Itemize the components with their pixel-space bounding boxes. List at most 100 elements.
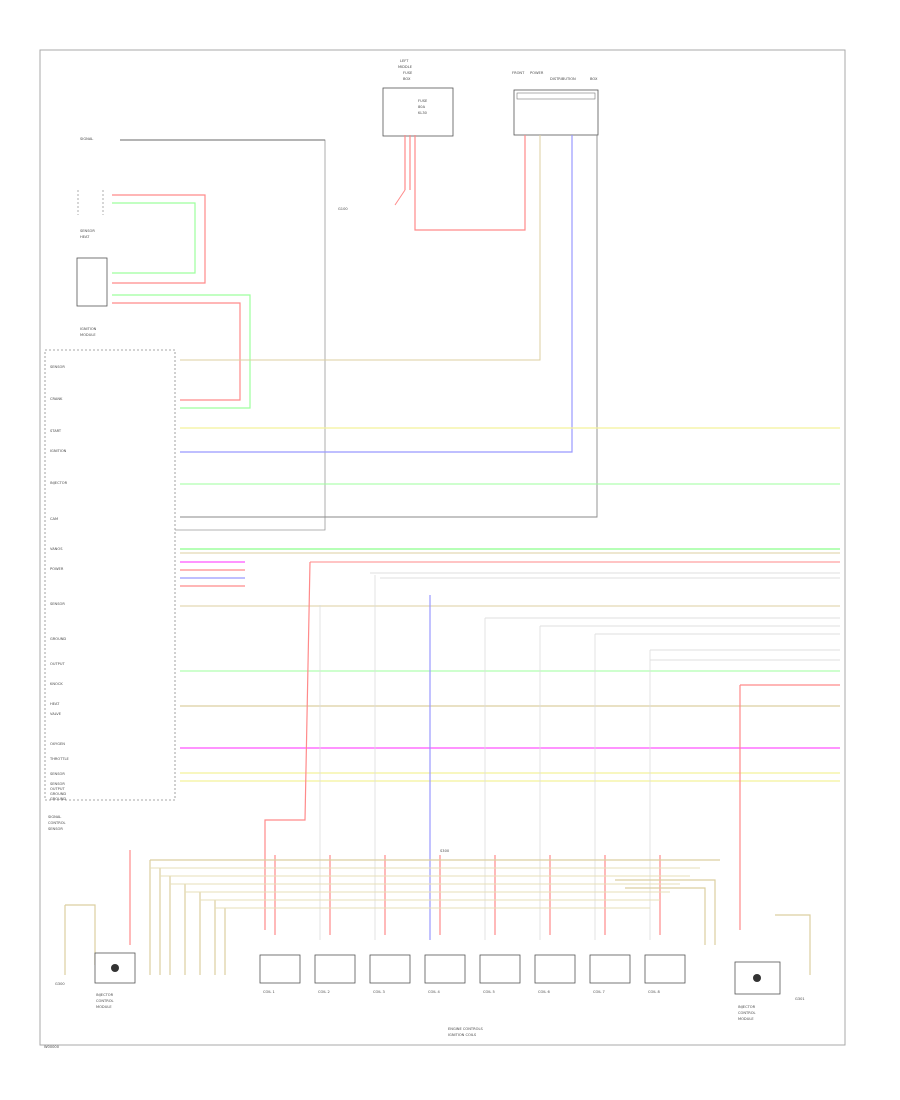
coil-box-3 — [369, 954, 411, 984]
coil-box-8 — [644, 954, 686, 984]
ground-left-label: G300 — [55, 982, 65, 986]
ecm-row-label-18: OUTPUT — [50, 787, 65, 791]
fuse-box-title-3: FUSE — [403, 71, 413, 75]
ecm-row-label-0: SENSOR — [50, 365, 65, 369]
ecm-row-label-12: HEAT — [50, 702, 60, 706]
relay-box-title-1: FRONT — [512, 71, 525, 75]
ecm-row-label-17: SENSOR — [50, 782, 65, 786]
fuse-text-1: FUSE — [418, 99, 428, 103]
coil-box-7 — [589, 954, 631, 984]
coil-red-feeds — [274, 855, 661, 935]
ecm-row-label-2: START — [50, 429, 62, 433]
sensor-label-2: HEAT — [80, 235, 90, 239]
ecm-row-label-13: VALVE — [50, 712, 62, 716]
wire-tan-harness-left — [149, 859, 720, 975]
ecm-row-label-9: GROUND — [50, 637, 66, 641]
left-comp-label-3: MODULE — [96, 1005, 112, 1009]
fuse-box-title-2: MIDDLE — [398, 65, 413, 69]
left-comp-label-1: INJECTOR — [96, 993, 114, 997]
diagram-code: W00000 — [44, 1045, 60, 1049]
right-module-symbol — [753, 974, 761, 982]
coil-label-6: COIL 6 — [538, 990, 551, 994]
ecm-row-label-6: VANOS — [50, 547, 63, 551]
coil-label-1: COIL 1 — [263, 990, 275, 994]
ecm-row-label-8: SENSOR — [50, 602, 65, 606]
relay-connector — [516, 92, 596, 100]
fuse-box — [382, 87, 454, 137]
ecm-row-label-3: IGNITION — [50, 449, 67, 453]
wire-right-gray-group — [370, 572, 840, 661]
coil-label-2: COIL 2 — [318, 990, 330, 994]
wire-right-ground-tan — [775, 914, 811, 975]
wire-module-green — [112, 294, 251, 409]
ecm-row-label-20: GROUND — [50, 797, 66, 801]
diagram-frame — [39, 49, 846, 1046]
right-comp-label-2: CONTROL — [738, 1011, 756, 1015]
coil-label-8: COIL 8 — [648, 990, 661, 994]
module-label-1: IGNITION — [80, 327, 97, 331]
fuse-box-title-4: BOX — [403, 77, 411, 81]
footer-line-1: ENGINE CONTROLS — [448, 1027, 483, 1031]
ecm-row-label-4: INJECTOR — [50, 481, 68, 485]
relay-box — [513, 89, 599, 136]
relay-box-title-2: POWER — [530, 71, 544, 75]
ecm-row-labels: SENSOR CRANK START IGNITION INJECTOR CAM VANOS… — [49, 365, 70, 801]
wire-relay-tan — [180, 135, 541, 361]
coil-label-7: COIL 7 — [593, 990, 605, 994]
wire-sensor-green-loop — [112, 202, 196, 274]
wire-tan-harness-runs — [150, 867, 700, 909]
left-module-symbol — [111, 964, 119, 972]
splice-bottom-label: S300 — [440, 849, 450, 853]
coil-box-1 — [259, 954, 301, 984]
relay-box-title-4: BOX — [590, 77, 598, 81]
wire-relay-gray — [180, 135, 598, 518]
splice-label-top: G100 — [338, 207, 348, 211]
wire-module-red — [112, 302, 241, 401]
right-comp-label-1: INJECTOR — [738, 1005, 756, 1009]
wire-left-ground-tan — [64, 904, 96, 975]
coil-box-5 — [479, 954, 521, 984]
wire-sensor-red-loop — [112, 194, 206, 284]
ecm-row-label-10: OUTPUT — [50, 662, 65, 666]
ecm-row-label-16: SENSOR — [50, 772, 65, 776]
fuse-box-title-1: LEFT — [400, 59, 409, 63]
top-signal-label: SIGNAL — [80, 137, 93, 141]
ecm-row-label-7: POWER — [50, 567, 64, 571]
ecm-row-label-15: THROTTLE — [49, 757, 70, 761]
coil-label-5: COIL 5 — [483, 990, 495, 994]
wire-tan-harness-right — [615, 879, 716, 945]
ecm-connector-outline — [44, 349, 176, 801]
right-comp-label-3: MODULE — [738, 1017, 754, 1021]
lower-note-1: SIGNAL — [48, 815, 61, 819]
ecm-row-label-1: CRANK — [50, 397, 63, 401]
ecm-row-label-11: KNOCK — [50, 682, 63, 686]
ignition-coils: COIL 1 COIL 2 COIL 3 COIL 4 COIL 5 COIL 6 COIL… — [259, 954, 686, 994]
ecm-row-label-14: OXYGEN — [50, 742, 65, 746]
right-injector-module — [734, 961, 781, 995]
wire-relay-blue — [180, 135, 573, 453]
lower-note-3: SENSOR — [48, 827, 63, 831]
left-comp-label-2: CONTROL — [96, 999, 114, 1003]
coil-label-3: COIL 3 — [373, 990, 385, 994]
fuse-text-2: 80A — [418, 105, 426, 109]
wire-red-drop — [264, 561, 311, 930]
wire-fuse-splice — [394, 189, 406, 206]
coil-box-4 — [424, 954, 466, 984]
module-label-2: MODULE — [80, 333, 96, 337]
ecm-row-label-5: CAM — [50, 517, 58, 521]
ignition-module — [76, 257, 108, 307]
wire-fuse-red — [404, 135, 526, 231]
ground-right-label: G301 — [795, 997, 805, 1001]
ecm-row-label-19: GROUND — [50, 792, 66, 796]
coil-box-2 — [314, 954, 356, 984]
footer-line-2: IGNITION COILS — [448, 1033, 477, 1037]
lower-note-2: CONTROL — [48, 821, 66, 825]
relay-box-title-3: DISTRIBUTION — [550, 77, 576, 81]
coil-box-6 — [534, 954, 576, 984]
sensor-label-1: SENSOR — [80, 229, 95, 233]
wire-gray-drops — [319, 575, 651, 940]
coil-label-4: COIL 4 — [428, 990, 441, 994]
sensor-outline — [77, 190, 104, 215]
